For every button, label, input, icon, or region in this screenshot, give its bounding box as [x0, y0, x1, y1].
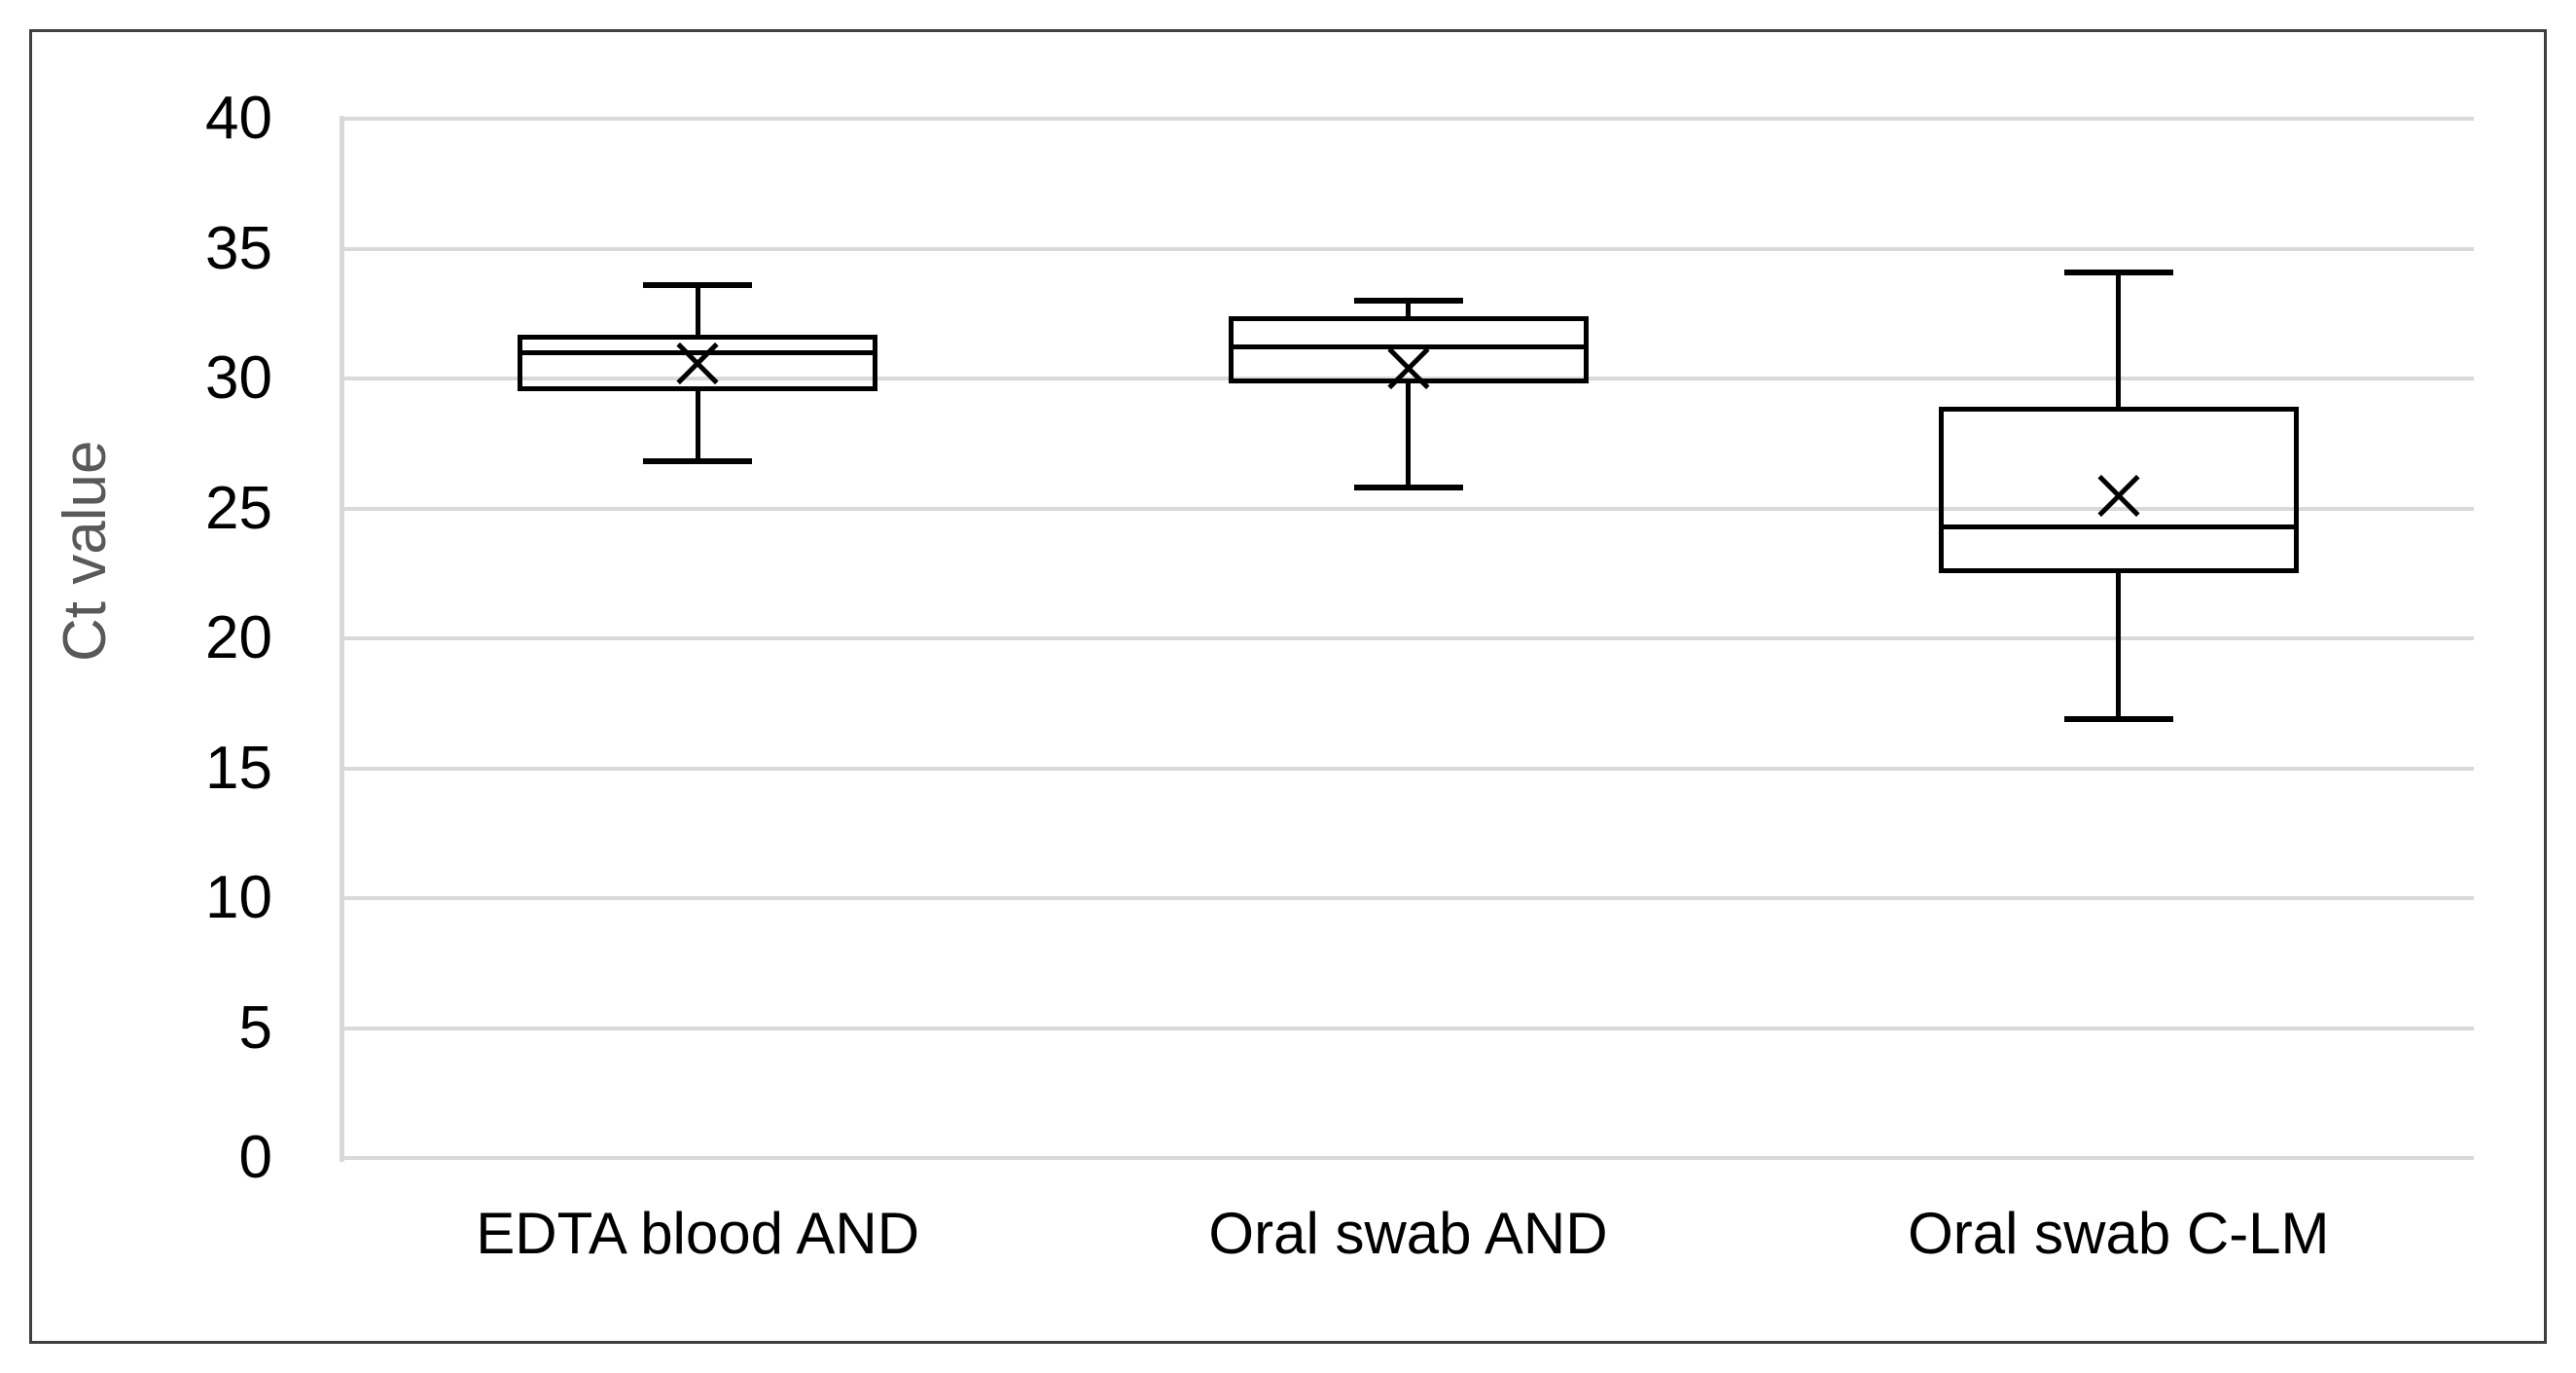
- x-tick-label: EDTA blood AND: [476, 1201, 920, 1266]
- whisker-upper: [2116, 271, 2122, 408]
- box-iqr: [1938, 407, 2299, 574]
- gridline: [342, 506, 2474, 511]
- y-tick-label: 20: [205, 604, 272, 671]
- y-tick-label: 40: [205, 85, 272, 152]
- whisker-cap-min: [1353, 485, 1463, 491]
- whisker-upper: [1406, 300, 1411, 316]
- gridline: [342, 1026, 2474, 1030]
- gridline: [342, 117, 2474, 121]
- whisker-lower: [1406, 383, 1411, 488]
- gridline: [342, 1156, 2474, 1160]
- gridline: [342, 896, 2474, 900]
- y-axis-line: [340, 116, 344, 1162]
- y-tick-label: 15: [205, 734, 272, 802]
- gridline: [342, 636, 2474, 640]
- plot-area: [342, 119, 2474, 1158]
- whisker-cap-min: [2063, 715, 2173, 722]
- y-tick-label: 5: [238, 994, 272, 1062]
- whisker-lower: [2116, 573, 2122, 719]
- whisker-cap-max: [1353, 297, 1463, 304]
- median-line: [1228, 344, 1589, 350]
- whisker-cap-min: [643, 458, 753, 465]
- mean-marker-x-icon: [1381, 341, 1436, 395]
- whisker-upper: [695, 284, 700, 335]
- median-line: [1938, 524, 2299, 529]
- gridline: [342, 246, 2474, 251]
- y-tick-label: 10: [205, 864, 272, 931]
- box-iqr: [518, 334, 878, 392]
- whisker-cap-max: [643, 281, 753, 288]
- y-tick-label: 35: [205, 214, 272, 282]
- mean-marker-x-icon: [670, 336, 725, 390]
- y-tick-label: 30: [205, 344, 272, 412]
- y-tick-label: 0: [238, 1124, 272, 1191]
- gridline: [342, 377, 2474, 380]
- median-line: [518, 349, 878, 355]
- whisker-cap-max: [2063, 269, 2173, 275]
- box-iqr: [1228, 315, 1589, 384]
- y-tick-label: 25: [205, 474, 272, 542]
- x-tick-label: Oral swab AND: [1208, 1201, 1608, 1266]
- x-tick-label: Oral swab C-LM: [1908, 1201, 2330, 1266]
- whisker-lower: [695, 391, 700, 462]
- mean-marker-x-icon: [2092, 468, 2146, 523]
- gridline: [342, 766, 2474, 771]
